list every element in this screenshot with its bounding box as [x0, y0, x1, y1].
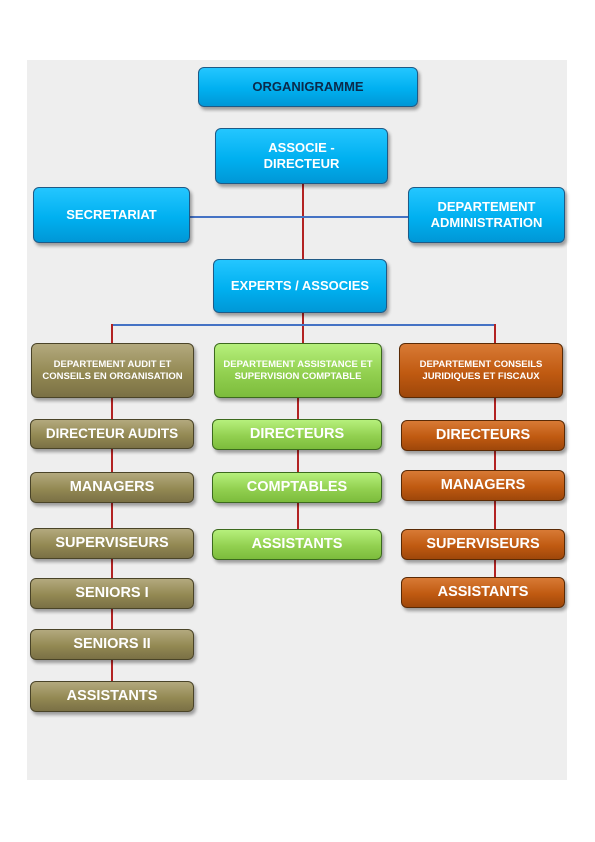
juridique-level-managers: MANAGERS — [401, 470, 565, 501]
audit-level-seniors-i: SENIORS I — [30, 578, 194, 609]
audit-level-managers: MANAGERS — [30, 472, 194, 503]
departement-administration-box: DEPARTEMENT ADMINISTRATION — [408, 187, 565, 243]
juridique-level-directeurs: DIRECTEURS — [401, 420, 565, 451]
connector-associe-experts — [302, 183, 304, 260]
connector-secretariat-admin — [189, 216, 408, 218]
secretariat-box: SECRETARIAT — [33, 187, 190, 243]
department-comptable-header: DEPARTEMENT ASSISTANCE ET SUPERVISION CO… — [214, 343, 382, 398]
comptable-level-comptables: COMPTABLES — [212, 472, 382, 503]
juridique-level-superviseurs: SUPERVISEURS — [401, 529, 565, 560]
title-box: ORGANIGRAMME — [198, 67, 418, 107]
comptable-level-directeurs: DIRECTEURS — [212, 419, 382, 450]
connector-bus-juridique — [494, 324, 496, 344]
connector-experts-bus — [302, 313, 304, 344]
connector-comptable-column — [297, 398, 299, 532]
associe-directeur-box: ASSOCIE - DIRECTEUR — [215, 128, 388, 184]
audit-level-seniors-ii: SENIORS II — [30, 629, 194, 660]
audit-level-directeur-audits: DIRECTEUR AUDITS — [30, 419, 194, 449]
audit-level-assistants: ASSISTANTS — [30, 681, 194, 712]
comptable-level-assistants: ASSISTANTS — [212, 529, 382, 560]
experts-associes-box: EXPERTS / ASSOCIES — [213, 259, 387, 313]
juridique-level-assistants: ASSISTANTS — [401, 577, 565, 608]
department-audit-header: DEPARTEMENT AUDIT ET CONSEILS EN ORGANIS… — [31, 343, 194, 398]
department-juridique-header: DEPARTEMENT CONSEILS JURIDIQUES ET FISCA… — [399, 343, 563, 398]
connector-bus-audit — [111, 324, 113, 344]
connector-department-bus — [111, 324, 495, 326]
audit-level-superviseurs: SUPERVISEURS — [30, 528, 194, 559]
